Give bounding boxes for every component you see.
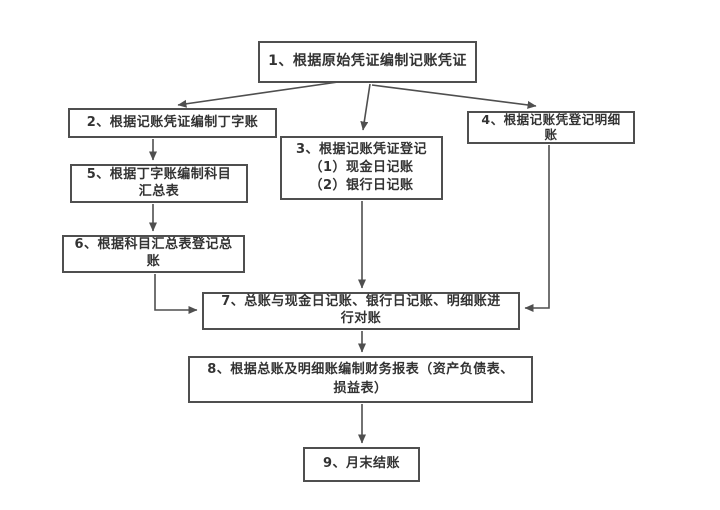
flow-node-3-journals: 3、根据记账凭证登记 （1）现金日记账 （2）银行日记账 — [280, 136, 443, 200]
flow-node-5-account-summary: 5、根据丁字账编制科目 汇总表 — [70, 164, 248, 203]
flow-node-9-month-end-closing: 9、月末结账 — [303, 447, 420, 482]
flow-node-8-financial-statements: 8、根据总账及明细账编制财务报表（资产负债表、 损益表） — [188, 356, 533, 403]
flow-node-4-subsidiary-ledger: 4、根据记账凭登记明细 账 — [467, 111, 635, 144]
flow-node-2-t-accounts: 2、根据记账凭证编制丁字账 — [68, 108, 277, 138]
edge-1-4 — [371, 84, 537, 109]
edge-4-7 — [524, 145, 550, 312]
edge-1-3 — [360, 83, 371, 131]
flow-node-6-general-ledger: 6、根据科目汇总表登记总 账 — [62, 235, 245, 273]
flow-node-7-reconciliation: 7、总账与现金日记账、银行日记账、明细账进 行对账 — [202, 292, 520, 330]
edge-1-2 — [177, 80, 346, 108]
edge-6-7 — [154, 274, 198, 314]
flow-node-1-prepare-vouchers: 1、根据原始凭证编制记账凭证 — [258, 41, 477, 83]
